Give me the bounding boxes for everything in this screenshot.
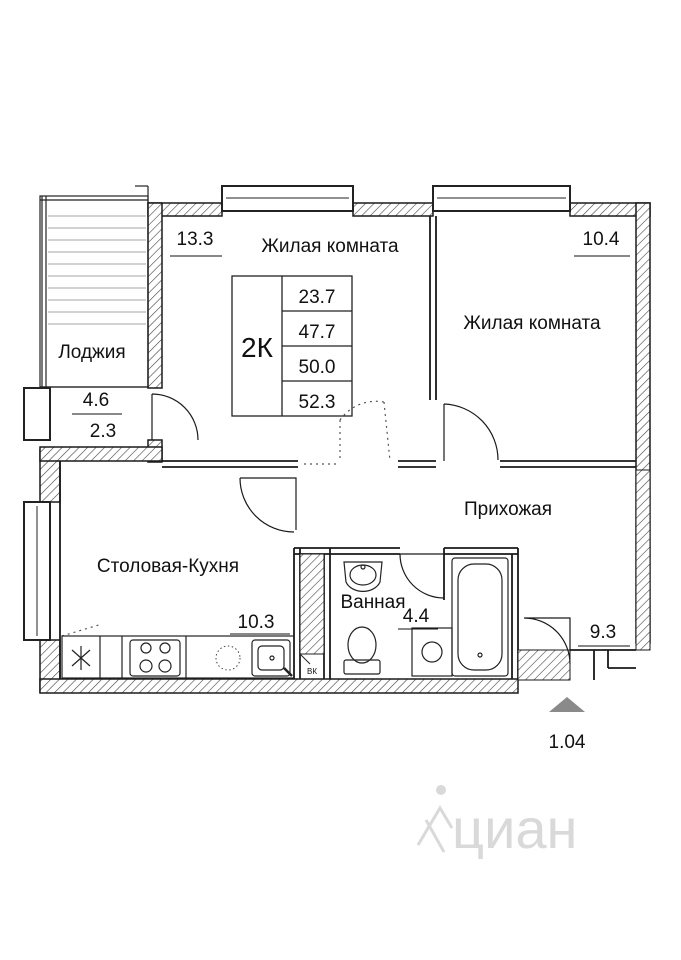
washer-icon: [411, 627, 453, 677]
room-label-living-2: Жилая комната: [463, 313, 601, 334]
wall-entrance: [517, 649, 571, 681]
area-reduced: 50.0: [299, 357, 336, 378]
bathtub-icon: [451, 557, 509, 677]
wc-niche: [299, 653, 325, 680]
room-label-loggia: Лоджия: [58, 342, 125, 363]
area-total: 52.3: [299, 392, 336, 413]
window-loggia: [23, 387, 51, 441]
room-label-living-1: Жилая комната: [261, 236, 399, 257]
area-loggia-reduced: 2.3: [90, 421, 116, 442]
area-summary-box: [231, 275, 353, 417]
room-label-kitchen: Столовая-Кухня: [97, 556, 239, 577]
area-kitchen: 10.3: [238, 612, 275, 633]
loggia-glazing: [48, 215, 146, 325]
room-label-bathroom: Ванная: [340, 592, 405, 613]
shaft-left: [299, 553, 325, 655]
area-total-no-loggia: 47.7: [299, 322, 336, 343]
watermark-text: циан: [452, 797, 577, 860]
apartment-type: 2К: [241, 332, 274, 363]
area-living-2: 10.4: [583, 229, 620, 250]
toilet-icon: [343, 626, 381, 675]
loggia: [39, 185, 149, 388]
opening-dotted: [61, 400, 391, 637]
washbasin-icon: [343, 561, 383, 592]
room-label-hallway: Прихожая: [464, 499, 552, 520]
doors: [151, 393, 571, 665]
area-hallway: 9.3: [590, 622, 616, 643]
sink-icon: [251, 639, 293, 677]
entrance-marker-icon: [549, 697, 585, 712]
area-living: 23.7: [299, 287, 336, 308]
interior-walls: [59, 216, 636, 680]
washing-machine-icon: [215, 645, 241, 671]
watermark-logo-icon: [416, 785, 454, 853]
kitchen-counter: [61, 635, 295, 679]
wall-right-bottom: [635, 469, 651, 651]
stove-icon: [129, 639, 181, 677]
area-loggia-full: 4.6: [83, 390, 109, 411]
area-living-1: 13.3: [177, 229, 214, 250]
area-bathroom: 4.4: [403, 606, 430, 627]
fridge-icon: [71, 646, 91, 670]
niche-label: ВК: [307, 667, 317, 676]
entrance-level: 1.04: [549, 732, 586, 753]
